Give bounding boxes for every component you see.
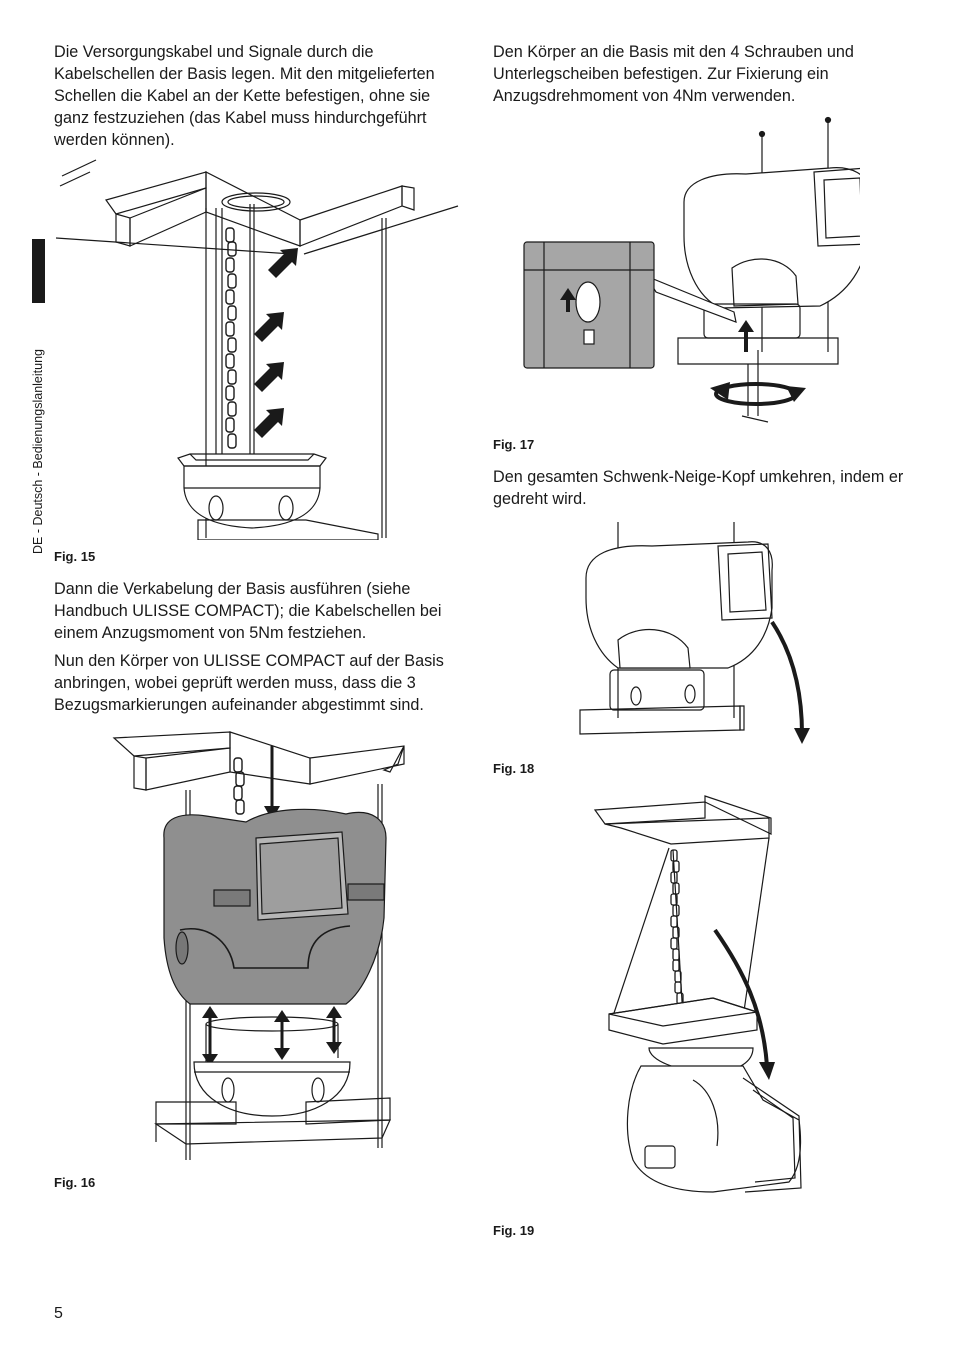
figure-15 (56, 158, 460, 540)
left-paragraph-1: Die Versorgungskabel und Signale durch d… (54, 43, 435, 149)
page-number: 5 (54, 1305, 63, 1322)
figure-19 (593, 790, 805, 1210)
fig15-caption: Fig. 15 (54, 549, 96, 564)
figure-17 (520, 116, 860, 430)
section-tab-marker (32, 239, 45, 303)
left-paragraph-3: Nun den Körper von ULISSE COMPACT auf de… (54, 652, 444, 714)
fig16-caption: Fig. 16 (54, 1175, 96, 1190)
fig19-caption: Fig. 19 (493, 1223, 535, 1238)
section-side-label: DE - Deutsch - Bedienungslanleitung (31, 349, 45, 554)
right-paragraph-1: Den Körper an die Basis mit den 4 Schrau… (493, 43, 854, 105)
left-paragraph-2: Dann die Verkabelung der Basis ausführen… (54, 580, 442, 642)
figure-18 (578, 518, 812, 750)
fig17-caption: Fig. 17 (493, 437, 535, 452)
right-paragraph-2: Den gesamten Schwenk-Neige-Kopf umkehren… (493, 468, 904, 508)
fig18-caption: Fig. 18 (493, 761, 535, 776)
figure-16 (110, 728, 414, 1168)
